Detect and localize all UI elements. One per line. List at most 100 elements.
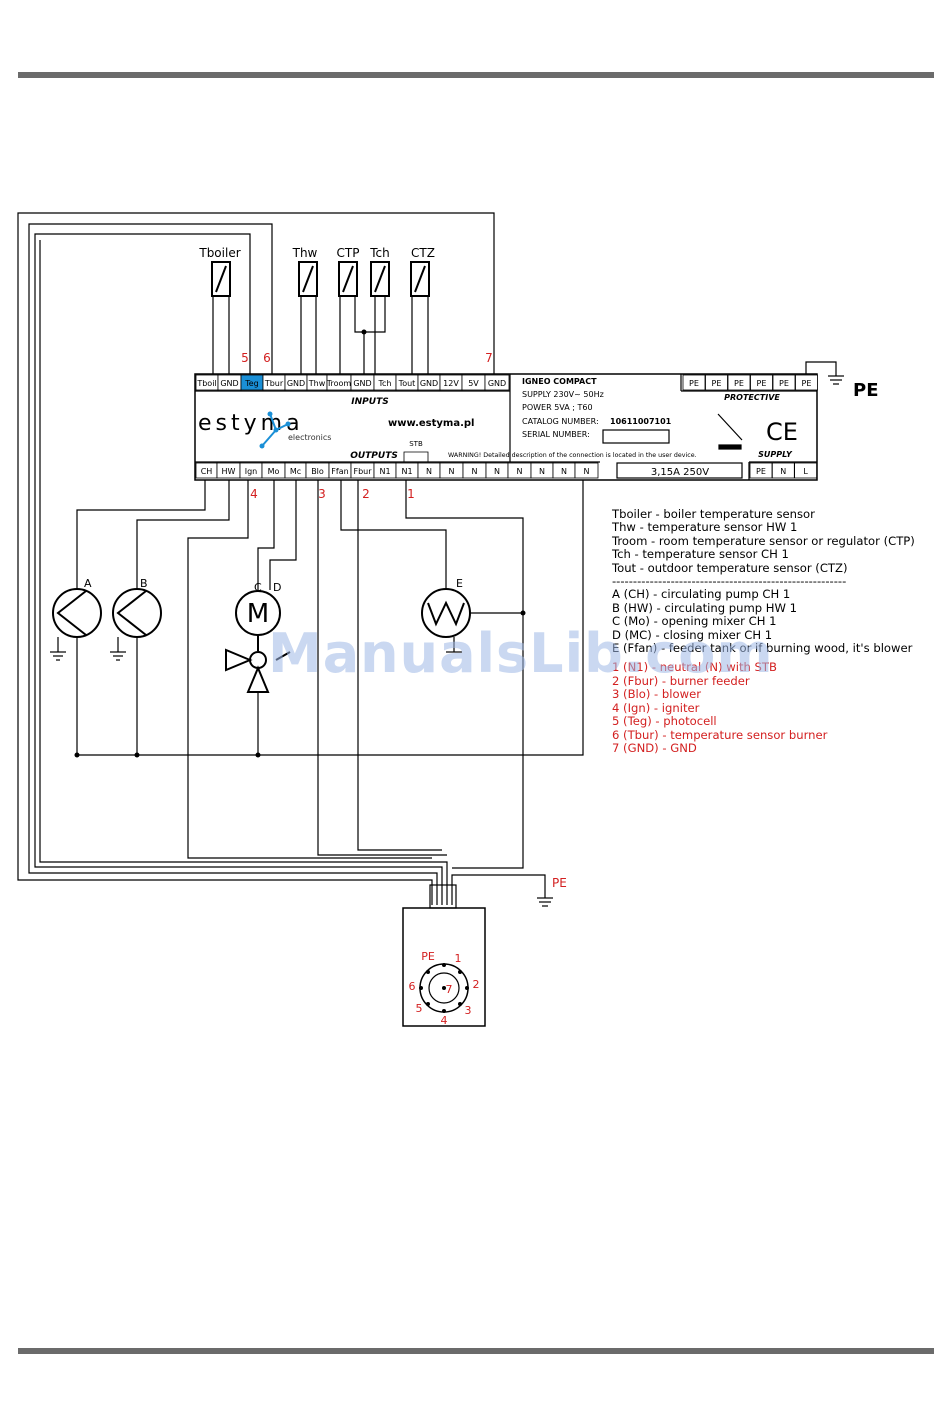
output-terminal-label: Fbur <box>353 467 372 476</box>
legend-line: 7 (GND) - GND <box>612 740 697 755</box>
sensor-thw-slash <box>302 265 314 293</box>
brand-logo-icon <box>259 411 291 449</box>
brand-sub: electronics <box>288 433 331 442</box>
input-terminal-label: Troom <box>326 379 352 388</box>
output-terminal-box <box>574 462 599 479</box>
device-label-b: B <box>140 577 148 590</box>
sensor-tboiler-symbol <box>211 261 231 297</box>
legend-line: E (Ffan) - feeder tank or if burning woo… <box>612 641 913 656</box>
output-terminal-label: Ign <box>245 467 258 476</box>
sensor-tch-symbol <box>370 261 390 297</box>
protective-label: PROTECTIVE <box>724 393 780 402</box>
pe-wire-connector <box>451 874 546 905</box>
input-terminal-box <box>484 374 510 391</box>
output-terminal-label: CH <box>201 467 213 476</box>
output-terminal-label: N <box>517 467 523 476</box>
marker-7: 7 <box>485 351 493 365</box>
marker-1: 1 <box>407 487 415 501</box>
connector-pin-7: 7 <box>446 983 453 996</box>
pe-terminal-label: PE <box>689 379 699 388</box>
device-label-a: A <box>84 577 92 590</box>
legend-sensors: Tboiler - boiler temperature sensor Thw … <box>612 507 932 575</box>
marker-4: 4 <box>250 487 258 501</box>
output-terminal-label: N1 <box>401 467 412 476</box>
legend-line: B (HW) - circulating pump HW 1 <box>612 600 798 615</box>
output-terminal-label: Mo <box>268 467 280 476</box>
marker-2: 2 <box>362 487 370 501</box>
input-terminal-label: GND <box>420 379 438 388</box>
supply-terminal-label: L <box>803 467 808 476</box>
legend-line: 5 (Teg) - photocell <box>612 714 717 729</box>
outer-wire-1 <box>17 212 495 905</box>
controller-box <box>194 373 818 481</box>
input-terminal-label: Tbur <box>264 379 284 388</box>
pe-terminal-box <box>772 374 796 391</box>
pump-b <box>112 588 162 638</box>
pe-label-big: PE <box>853 380 879 401</box>
sensor-thw-symbol <box>298 261 318 297</box>
motor-symbol: M <box>247 599 269 629</box>
input-terminal-label: Teg <box>244 379 259 388</box>
catalog-number: 10611007101 <box>610 417 672 426</box>
outer-wire-3 <box>34 233 443 905</box>
input-terminal-label: Tout <box>398 379 416 388</box>
pump-a <box>52 588 102 638</box>
pe-terminal-label: PE <box>734 379 744 388</box>
supply-spec: SUPPLY 230V~ 50Hz <box>522 390 604 399</box>
outputs-label: OUTPUTS <box>350 451 398 461</box>
sensor-label-ctp: CTP <box>337 246 360 260</box>
stb-switch-icon <box>403 451 429 462</box>
brand-name: estyma <box>198 411 304 436</box>
legend-line: Tout - outdoor temperature sensor (CTZ) <box>612 560 848 575</box>
pe-terminal-box <box>750 374 773 391</box>
legend-line: 1 (N1) - neutral (N) with STB <box>612 660 777 675</box>
connector-pin-6: 6 <box>409 980 416 993</box>
output-terminal-label: N <box>584 467 590 476</box>
stb-label: STB <box>409 440 423 448</box>
input-terminal-label: GND <box>220 379 238 388</box>
pe-wire-top <box>805 361 837 376</box>
output-terminal-label: Blo <box>311 467 324 476</box>
legend-line: 4 (Ign) - igniter <box>612 700 700 715</box>
sensor-ctz-slash <box>414 265 426 293</box>
legend-line: Tch - temperature sensor CH 1 <box>612 547 789 562</box>
pe-terminal-box <box>795 374 818 391</box>
website: www.estyma.pl <box>388 418 474 429</box>
connector-pin-3: 3 <box>465 1004 472 1017</box>
input-terminal-label: Tch <box>378 379 392 388</box>
sensor-ctp-symbol <box>338 261 358 297</box>
input-terminal-label: GND <box>353 379 371 388</box>
sensor-label-tboiler: Tboiler <box>198 246 240 260</box>
fuse-rating: 3,15A 250V <box>651 467 709 478</box>
legend-line: 6 (Tbur) - temperature sensor burner <box>612 727 828 742</box>
device-label-e: E <box>456 577 463 590</box>
legend-line: Troom - room temperature sensor or regul… <box>612 533 915 548</box>
input-terminal-label: 5V <box>468 379 479 388</box>
sensor-tch-slash <box>374 265 386 293</box>
model-name: IGNEO COMPACT <box>522 377 597 386</box>
output-terminal-label: N <box>426 467 432 476</box>
legend-line: A (CH) - circulating pump CH 1 <box>612 587 791 602</box>
serial-label: SERIAL NUMBER: <box>522 430 590 439</box>
output-terminal-label: N <box>494 467 500 476</box>
catalog-label: CATALOG NUMBER: <box>522 417 599 426</box>
sensor-label-ctz: CTZ <box>411 246 435 260</box>
connector-pe: PE <box>421 950 435 963</box>
connector-pin-5: 5 <box>416 1002 423 1015</box>
legend-line: Thw - temperature sensor HW 1 <box>612 520 798 535</box>
marker-6: 6 <box>263 351 271 365</box>
input-terminal-label: Thw <box>308 379 326 388</box>
bottom-rule <box>18 1348 934 1354</box>
sensor-tboiler-slash <box>215 265 227 293</box>
input-terminal-label: 12V <box>443 379 459 388</box>
input-terminal-label: GND <box>488 379 506 388</box>
marker-5: 5 <box>241 351 249 365</box>
feeder-e <box>421 588 471 638</box>
sensor-label-tch: Tch <box>369 246 390 260</box>
warning-text: WARNING! Detailed description of the con… <box>448 452 697 459</box>
supply-terminal-label: N <box>780 467 786 476</box>
pe-terminal-box <box>705 374 728 391</box>
output-terminal-label: N <box>472 467 478 476</box>
connector-pin-1: 1 <box>455 952 462 965</box>
